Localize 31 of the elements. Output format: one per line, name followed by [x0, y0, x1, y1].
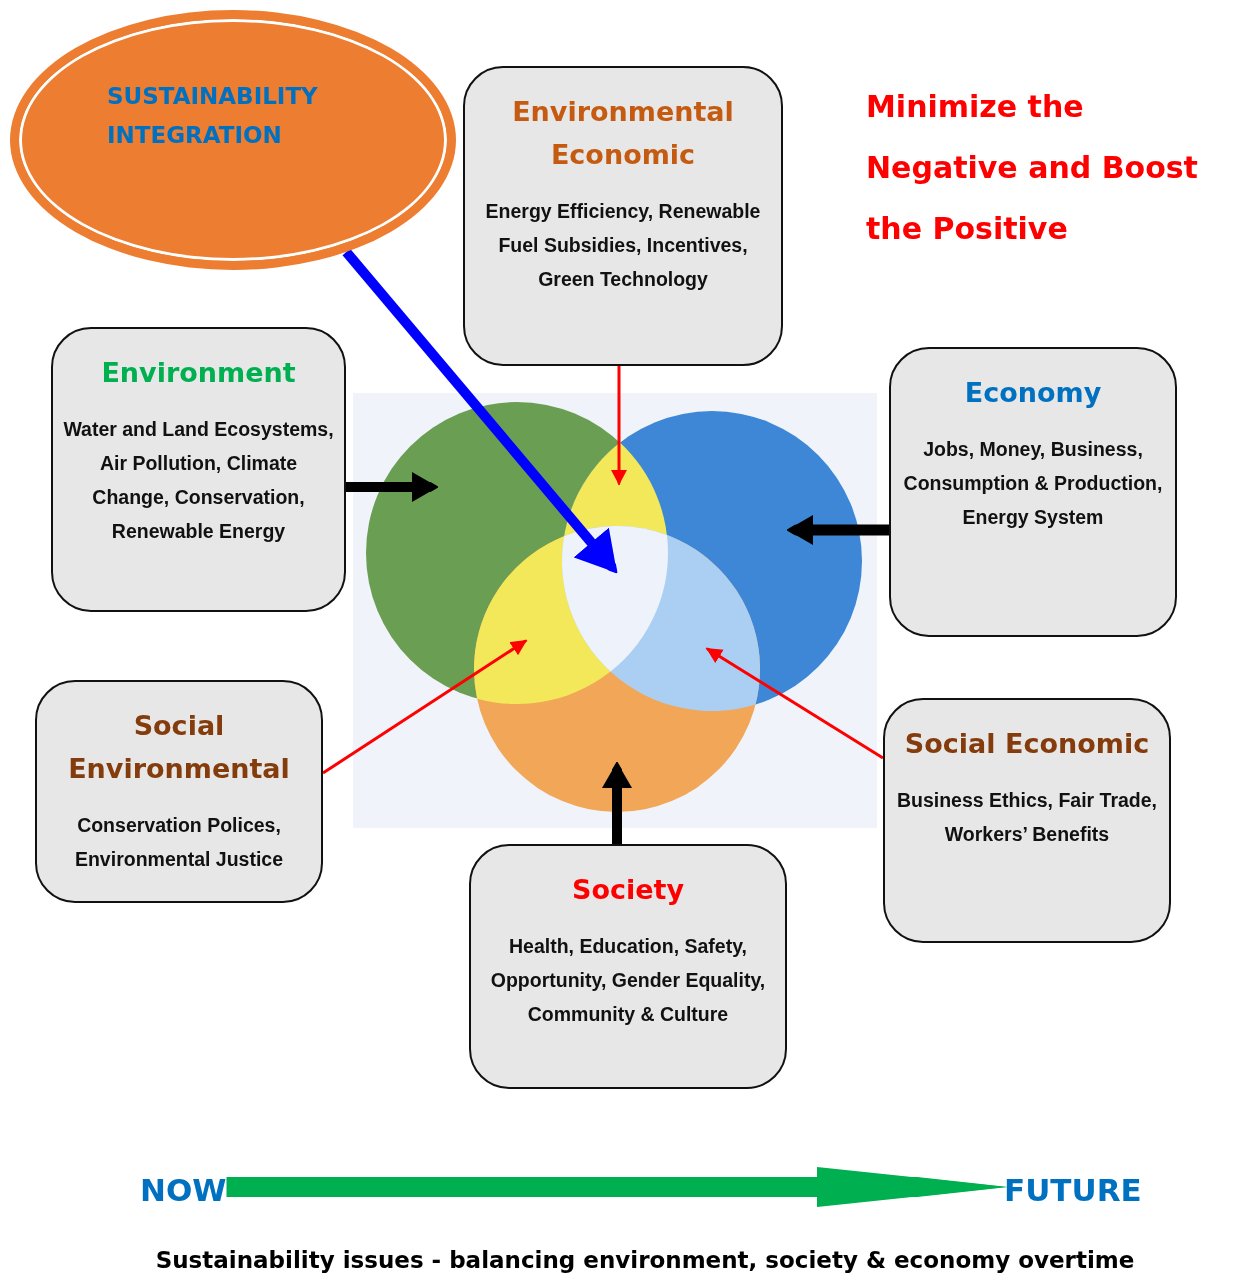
box-text: Business Ethics, Fair Trade, Workers’ Benefits [895, 788, 1159, 847]
rounded-box [889, 347, 1177, 637]
slogan-text: Minimize the Negative and Boost the Positive [866, 88, 1199, 248]
box-text: Conservation Polices, Environmental Justice [73, 813, 285, 872]
arrow [322, 639, 528, 775]
venn-diagram-drawing [353, 393, 877, 828]
caption: Sustainability issues - balancing environment, society & economy overtime [154, 1246, 1136, 1275]
box-text: Health, Education, Safety, Opportunity, Gender Equality, Community & Culture [489, 934, 767, 1027]
box-heading: Society [570, 873, 686, 907]
box-heading: Environment [100, 356, 297, 390]
rounded-box [463, 66, 783, 366]
arrow [787, 515, 889, 545]
arrow [611, 366, 627, 485]
arrow [346, 472, 438, 502]
ellipse-text: SUSTAINABILITY INTEGRATION [107, 82, 319, 150]
rounded-box [35, 680, 323, 903]
arrow [602, 762, 632, 844]
rounded-box [469, 844, 787, 1089]
box-text: Jobs, Money, Business, Consumption & Production, Energy System [902, 437, 1164, 530]
box-heading: Environmental Economic [511, 95, 735, 172]
box-heading: Social Economic [903, 727, 1151, 761]
arrow [705, 647, 884, 760]
box-heading: Economy [963, 376, 1103, 410]
arrow [342, 248, 618, 574]
box-text: Water and Land Ecosystems, Air Pollution, Climate Change, Conservation, Renewable Energy [63, 417, 334, 544]
rounded-box [51, 327, 346, 612]
box-heading: Social Environmental [67, 709, 291, 786]
timeline-label: FUTURE [1004, 1170, 1142, 1210]
box-text: Energy Efficiency, Renewable Fuel Subsidies, Incentives, Green Technology [484, 199, 762, 292]
rounded-box [883, 698, 1171, 943]
timeline-label: NOW [140, 1170, 227, 1210]
